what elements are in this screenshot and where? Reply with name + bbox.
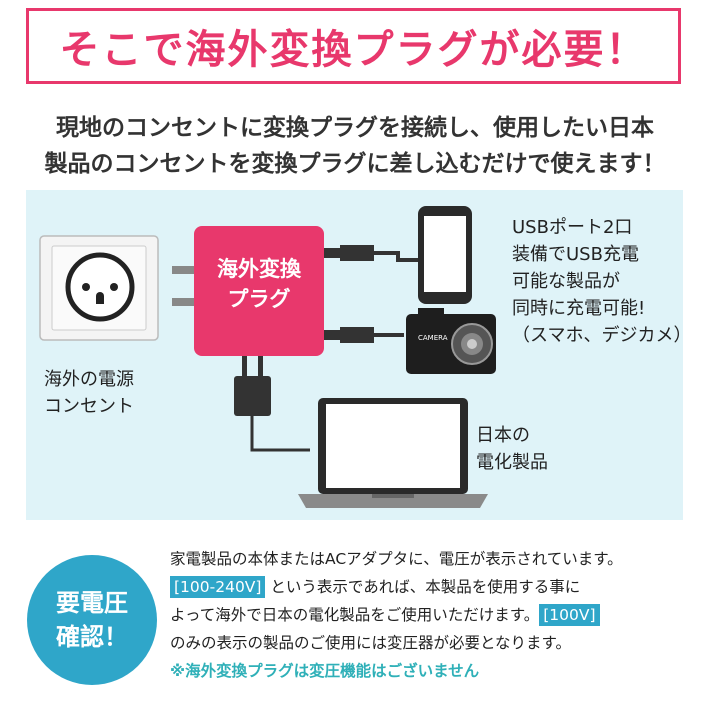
info-line-3: よって海外で日本の電化製品をご使用いただけます。[100V] (170, 601, 700, 629)
usb-label-line-2: 装備でUSB充電 (512, 244, 639, 265)
badge-line-1: 要電圧 (56, 589, 128, 617)
voltage-info-text: 家電製品の本体またはACアダプタに、電圧が表示されています。 [100-240V… (170, 545, 700, 685)
outlet-label-line-2: コンセント (44, 396, 134, 417)
japan-appliance-label: 日本の 電化製品 (476, 422, 548, 476)
adapter-label-line-1: 海外変換 (217, 257, 301, 281)
laptop-icon (298, 398, 488, 508)
usage-diagram: CAMERA 海外変換 プラグ 海外の電源 コンセント USBポート2口 装備で… (26, 190, 691, 520)
adapter-icon (194, 226, 324, 356)
japan-label-line-1: 日本の (476, 425, 530, 446)
outlet-label: 海外の電源 コンセント (44, 366, 134, 420)
usb-cable-camera (324, 327, 404, 343)
intro-line-1: 現地のコンセントに変換プラグを接続し、使用したい日本 (56, 115, 654, 141)
usb-feature-label: USBポート2口 装備でUSB充電 可能な製品が 同時に充電可能! （スマホ、デ… (512, 214, 691, 349)
voltage-range-badge: [100-240V] (170, 576, 266, 598)
info-line-1: 家電製品の本体またはACアダプタに、電圧が表示されています。 (170, 550, 623, 568)
info-line-3-text: よって海外で日本の電化製品をご使用いただけます。 (170, 606, 540, 624)
usb-label-line-5: （スマホ、デジカメ） (512, 325, 692, 346)
svg-text:CAMERA: CAMERA (418, 334, 448, 342)
info-note: ※海外変換プラグは変圧機能はございません (170, 662, 480, 680)
badge-line-2: 確認！ (56, 623, 128, 651)
adapter-label: 海外変換 プラグ (194, 254, 324, 314)
info-line-4: のみの表示の製品のご使用には変圧器が必要となります。 (170, 634, 571, 652)
title-banner: そこで海外変換プラグが必要！ (26, 8, 681, 84)
wall-outlet-icon (39, 235, 159, 341)
diagram-illustration: CAMERA (39, 206, 496, 508)
smartphone-icon (418, 206, 472, 304)
page-title: そこで海外変換プラグが必要！ (59, 27, 648, 73)
adapter-label-line-2: プラグ (227, 287, 291, 311)
intro-line-2: 製品のコンセントを変換プラグに差し込むだけで使えます！ (44, 151, 666, 177)
info-line-2: [100-240V] という表示であれば、本製品を使用する事に (170, 573, 700, 601)
outlet-label-line-1: 海外の電源 (44, 369, 134, 390)
info-line-2-text: という表示であれば、本製品を使用する事に (270, 578, 581, 596)
usb-label-line-1: USBポート2口 (512, 217, 633, 238)
japan-label-line-2: 電化製品 (476, 452, 548, 473)
camera-icon: CAMERA (406, 308, 496, 374)
intro-text: 現地のコンセントに変換プラグを接続し、使用したい日本 製品のコンセントを変換プラ… (20, 110, 690, 182)
usb-label-line-3: 可能な製品が (512, 271, 620, 292)
power-plug-icon (234, 356, 310, 452)
usb-label-line-4: 同時に充電可能! (512, 298, 646, 319)
usb-cable-phone (324, 245, 418, 262)
voltage-100v-badge: [100V] (539, 604, 600, 626)
voltage-check-badge: 要電圧 確認！ (27, 555, 157, 685)
